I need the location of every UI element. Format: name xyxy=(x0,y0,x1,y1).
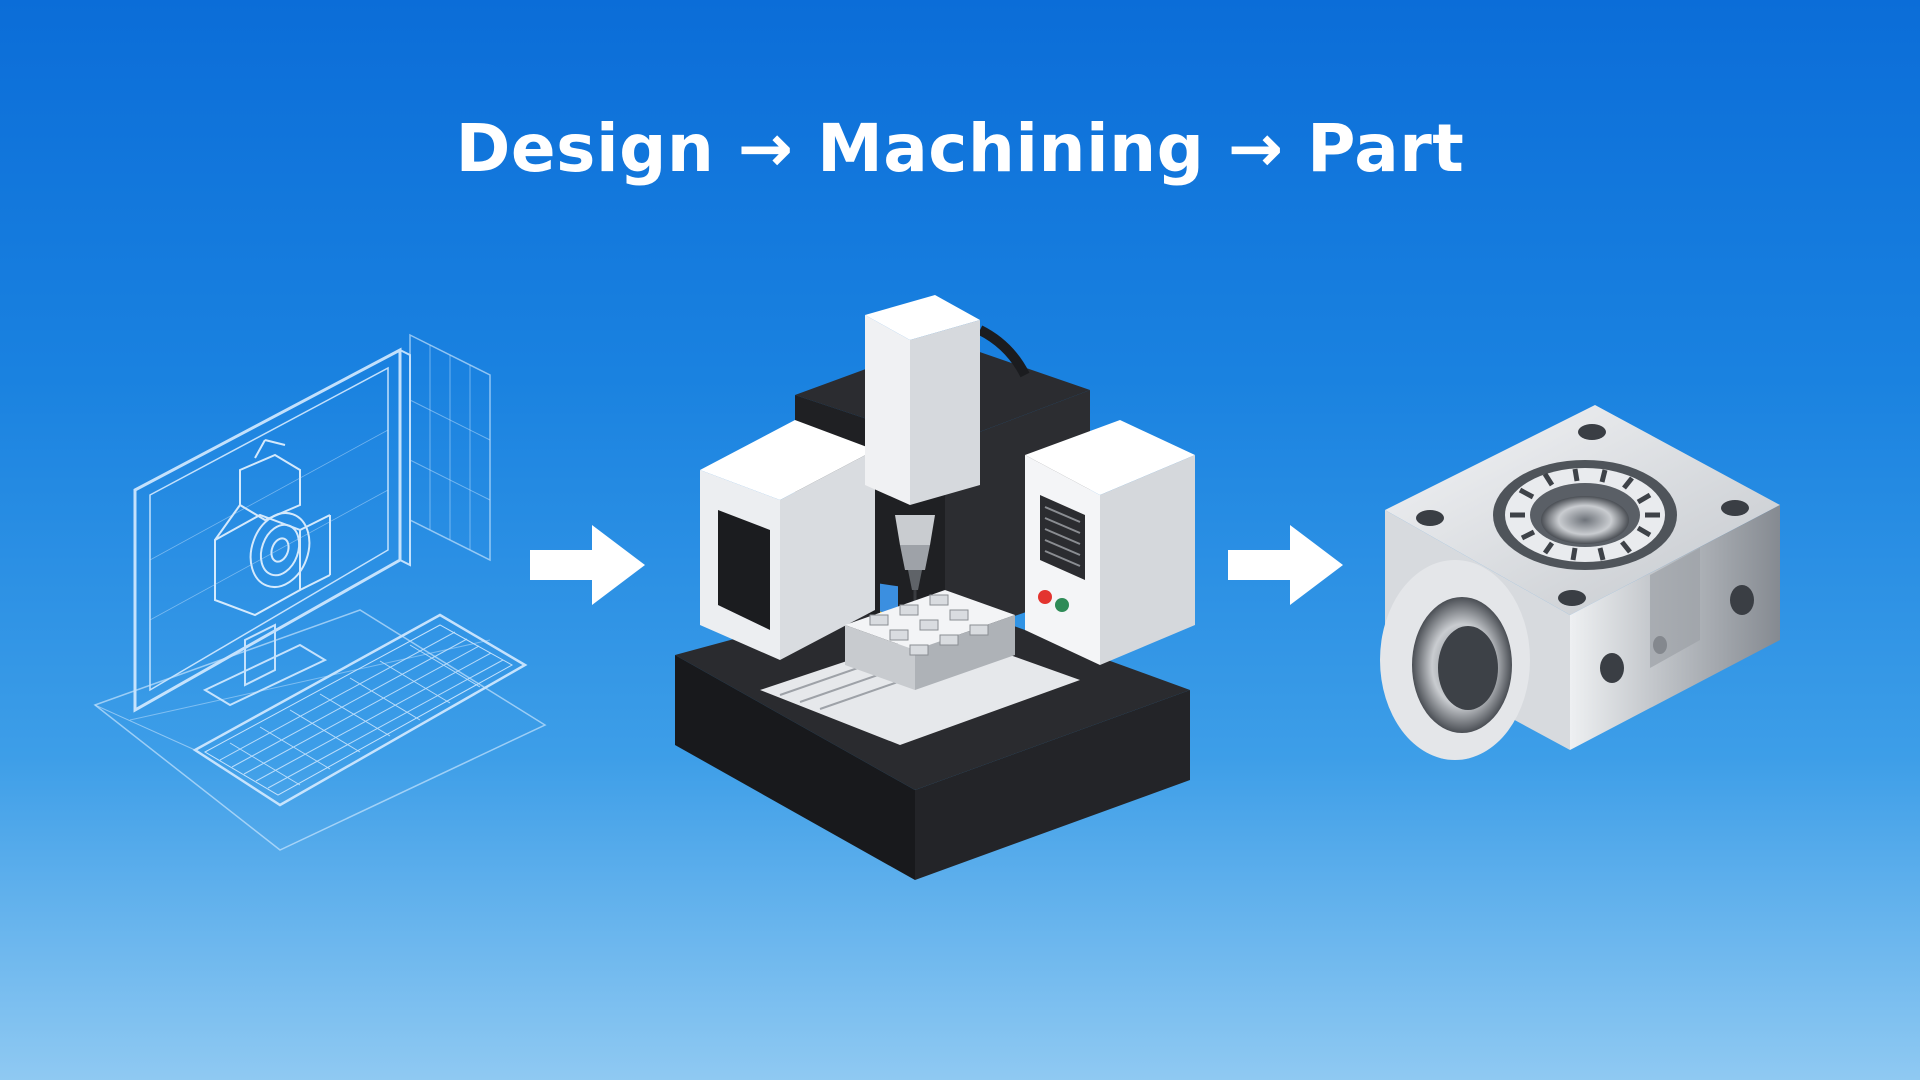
page-title: Design → Machining → Part xyxy=(455,110,1465,187)
right-arrow-icon xyxy=(530,525,645,605)
right-arrow-icon xyxy=(1228,525,1343,605)
